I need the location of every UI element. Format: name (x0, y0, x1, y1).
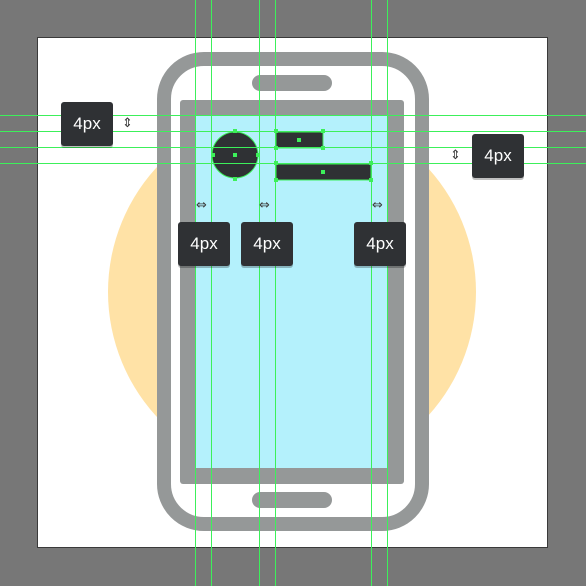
measurement-badge: 4px (178, 222, 230, 266)
vertical-double-arrow-icon: ⇕ (122, 116, 133, 131)
horizontal-double-arrow-icon: ⇔ (196, 198, 207, 213)
measurement-badge: 4px (354, 222, 406, 266)
anchor-points (211, 129, 373, 182)
horizontal-double-arrow-icon: ⇔ (372, 198, 383, 213)
measurement-badge: 4px (241, 222, 293, 266)
vertical-double-arrow-icon: ⇕ (450, 148, 461, 163)
measurement-badge: 4px (472, 134, 524, 178)
phone-speaker (252, 75, 332, 91)
measurement-badge: 4px (61, 102, 113, 146)
horizontal-double-arrow-icon: ⇔ (259, 198, 270, 213)
phone-home-button (252, 492, 332, 508)
